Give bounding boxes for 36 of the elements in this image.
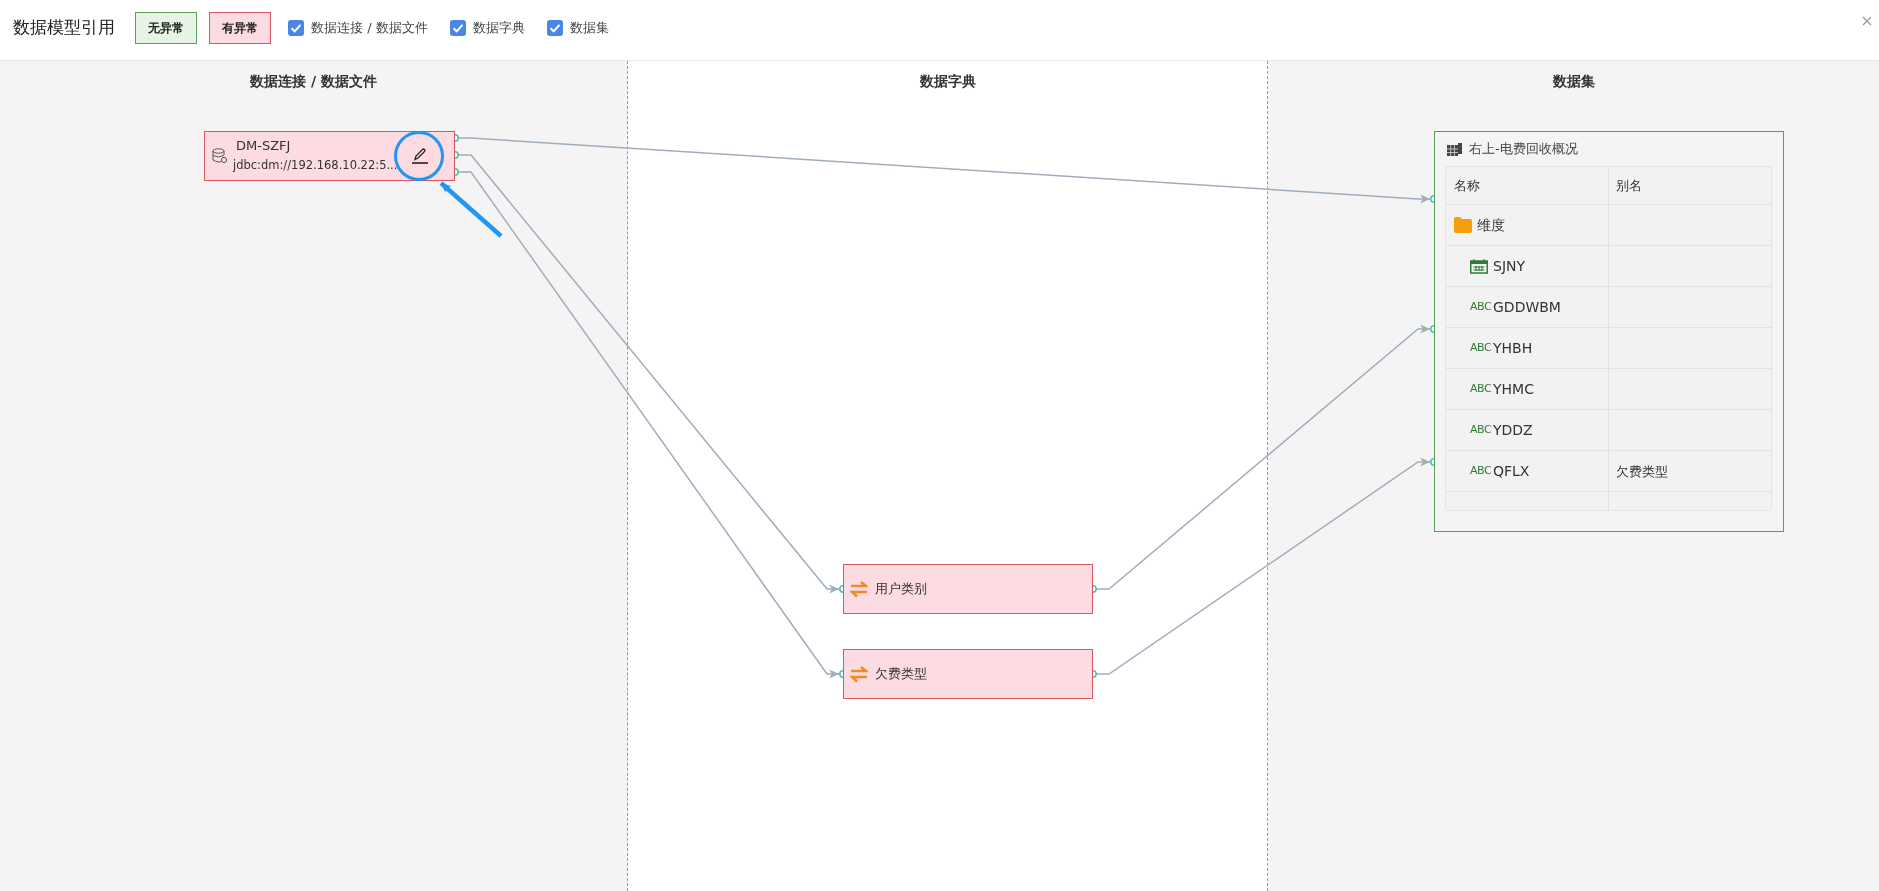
legend-badge: 无异常: [135, 12, 197, 44]
column-heading: 数据字典: [918, 73, 977, 91]
dictionary-name: 欠费类型: [875, 665, 927, 683]
dataset-title: 右上-电费回收概况: [1469, 140, 1578, 158]
field-type-tag: ABC: [1470, 422, 1492, 436]
filter-label: 数据连接 / 数据文件: [311, 19, 428, 37]
dataset-card: [1434, 131, 1784, 532]
dictionary-card: [843, 649, 1093, 699]
dictionary-card: [843, 564, 1093, 614]
dictionary-name: 用户类别: [875, 580, 927, 598]
legend-badge: 有异常: [209, 12, 271, 44]
field-type-tag: ABC: [1470, 381, 1492, 395]
column-header: 名称: [1454, 177, 1480, 195]
field-type-tag: ABC: [1470, 340, 1492, 354]
connection-name: DM-SZFJ: [236, 138, 291, 153]
filter-label: 数据字典: [473, 19, 525, 37]
field-name: QFLX: [1493, 462, 1530, 479]
field-name: YHBH: [1493, 339, 1533, 356]
data-connection-card: [204, 131, 455, 181]
field-name: 维度: [1477, 216, 1505, 235]
field-name: YDDZ: [1493, 421, 1533, 438]
filter-label: 数据集: [570, 19, 609, 37]
field-name: GDDWBM: [1493, 298, 1561, 315]
page-title: 数据模型引用: [13, 16, 115, 39]
column-heading: 数据集: [1551, 73, 1596, 91]
connection-url: jdbc:dm://192.168.10.22:5...: [233, 158, 398, 172]
pointer-arrow: [439, 181, 503, 238]
field-name: SJNY: [1493, 257, 1526, 274]
field-alias: 欠费类型: [1616, 462, 1668, 481]
field-type-tag: ABC: [1470, 299, 1492, 313]
column-band: [1268, 61, 1879, 891]
field-name: YHMC: [1493, 380, 1534, 397]
column-heading: 数据连接 / 数据文件: [249, 73, 378, 91]
field-type-tag: ABC: [1470, 463, 1492, 477]
column-band: [0, 61, 628, 891]
column-header: 别名: [1616, 177, 1642, 195]
